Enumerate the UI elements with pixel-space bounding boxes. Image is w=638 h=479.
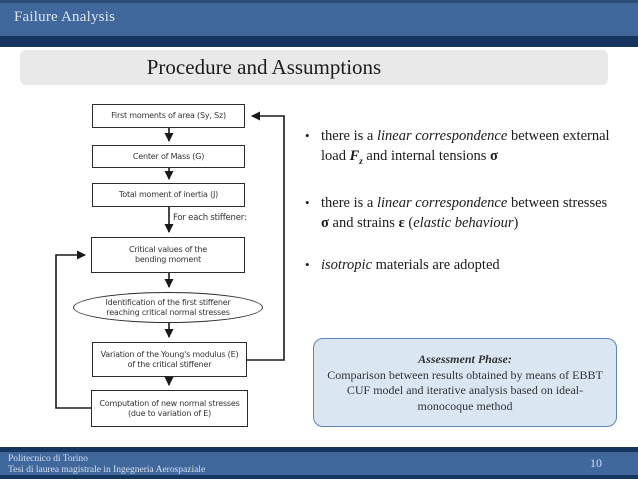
flowchart-node-first-moments: First moments of area (Sy, Sz) [92,104,245,128]
procedure-flowchart: First moments of area (Sy, Sz) Center of… [55,98,290,433]
flowchart-connectors [55,111,285,409]
assumption-text: there is a linear correspondence between… [321,128,610,166]
page-number: 10 [590,456,602,470]
assumption-text: there is a linear correspondence between… [321,194,608,231]
footer-institution: Politecnico di Torino [8,454,88,464]
flowchart-node-identification: Identification of the first stiffener re… [73,292,263,323]
footer-divider [0,447,638,452]
flowchart-node-moment-of-inertia: Total moment of inertia (J) [92,183,245,207]
list-item: • there is a linear correspondence betwe… [297,126,611,171]
assessment-body: Comparison between results obtained by m… [327,367,603,413]
footer-credits: Politecnico di Torino Tesi di laurea mag… [8,454,205,475]
list-item: • there is a linear correspondence betwe… [297,193,611,233]
footer-thesis: Tesi di laurea magistrale in Ingegneria … [8,464,206,475]
section-title: Failure Analysis [14,9,116,25]
footer-bottom-edge [0,475,638,479]
flowchart-node-center-of-mass: Center of Mass (G) [92,145,245,168]
flowchart-loop-label: For each stiffener: [173,213,247,223]
footer-bar: Politecnico di Torino Tesi di laurea mag… [0,452,638,475]
bullet-icon: • [305,194,310,210]
assumption-text: isotropic materials are adopted [321,256,500,273]
assessment-box: Assessment Phase: Comparison between res… [313,338,617,427]
assessment-title: Assessment Phase: [418,352,512,366]
slide-title: Procedure and Assumptions [146,55,382,79]
flowchart-node-youngs-modulus: Variation of the Young's modulus (E) of … [92,342,247,377]
slide-title-box: Procedure and Assumptions [20,50,608,85]
flowchart-node-new-stresses: Computation of new normal stresses (due … [91,390,248,427]
header-divider [0,36,638,47]
bullet-icon: • [305,256,310,272]
header-bar: Failure Analysis [0,0,638,36]
flowchart-node-critical-values: Critical values of the bending moment [91,237,245,273]
header-top-edge [0,0,638,3]
assumptions-list: • there is a linear correspondence betwe… [297,126,611,297]
bullet-icon: • [305,128,310,143]
list-item: • isotropic materials are adopted [297,255,611,275]
